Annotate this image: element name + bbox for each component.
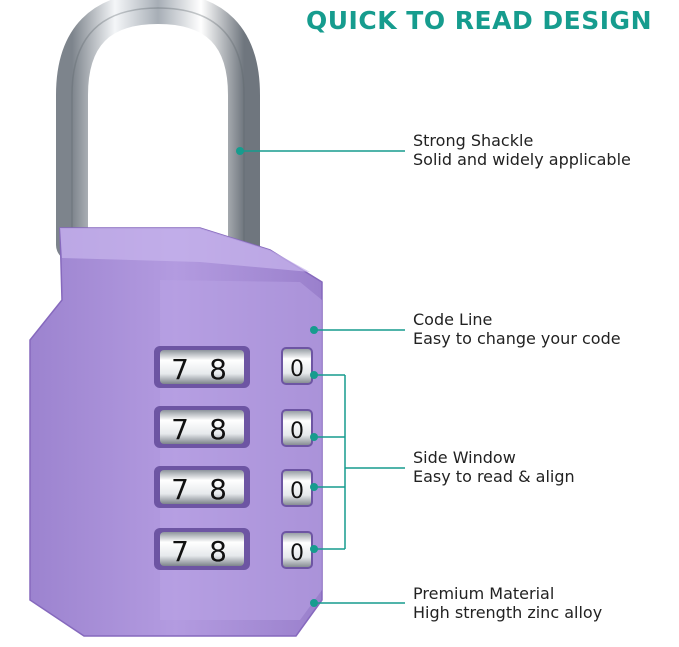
shackle (56, 0, 260, 278)
feature-subtitle: Easy to change your code (413, 329, 621, 348)
svg-text:0: 0 (290, 541, 304, 566)
svg-text:7: 7 (171, 353, 189, 386)
headline: QUICK TO READ DESIGN (306, 6, 652, 35)
svg-text:7: 7 (171, 413, 189, 446)
feature-subtitle: Solid and widely applicable (413, 150, 631, 169)
svg-text:0: 0 (290, 479, 304, 504)
svg-text:0: 0 (290, 419, 304, 444)
svg-text:8: 8 (209, 413, 227, 446)
svg-text:7: 7 (171, 473, 189, 506)
feature-side-window: Side Window Easy to read & align (413, 448, 575, 486)
dial-row-3: 7 8 0 (154, 466, 313, 508)
svg-text:8: 8 (209, 473, 227, 506)
feature-subtitle: High strength zinc alloy (413, 603, 603, 622)
callout-dots (236, 147, 318, 607)
dial-row-4: 7 8 0 (154, 528, 313, 570)
callout-lines (240, 150, 405, 604)
dial-row-2: 7 8 0 (154, 406, 313, 448)
feature-title: Premium Material (413, 584, 555, 603)
svg-text:8: 8 (209, 535, 227, 568)
feature-title: Side Window (413, 448, 516, 467)
dial-row-1: 7 8 0 (154, 346, 313, 388)
svg-text:8: 8 (209, 353, 227, 386)
feature-code-line: Code Line Easy to change your code (413, 310, 621, 348)
feature-title: Code Line (413, 310, 493, 329)
feature-title: Strong Shackle (413, 131, 534, 150)
feature-premium-material: Premium Material High strength zinc allo… (413, 584, 602, 622)
feature-strong-shackle: Strong Shackle Solid and widely applicab… (413, 131, 631, 169)
feature-subtitle: Easy to read & align (413, 467, 575, 486)
svg-text:7: 7 (171, 535, 189, 568)
svg-text:0: 0 (290, 357, 304, 382)
